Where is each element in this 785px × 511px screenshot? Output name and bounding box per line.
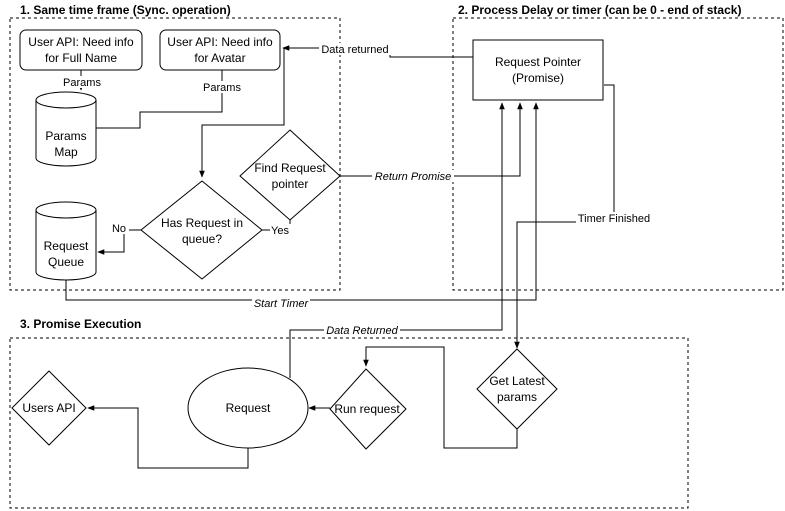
node-request-pointer-line2: (Promise) bbox=[512, 71, 564, 85]
node-get-latest-params bbox=[476, 348, 558, 430]
node-users-api-label: Users API bbox=[22, 401, 75, 415]
section-execution-frame bbox=[9, 337, 689, 509]
edge-label-start-timer: Start Timer bbox=[254, 298, 310, 310]
edge-label-data-returned-2: Data Returned bbox=[326, 325, 398, 337]
node-user-api-avatar bbox=[159, 29, 281, 71]
node-request-pointer-line1: Request Pointer bbox=[495, 55, 581, 69]
node-user-api-full-name bbox=[19, 29, 143, 71]
edge-return-promise bbox=[340, 102, 523, 177]
node-request-queue-line1: Request bbox=[44, 239, 89, 253]
node-run-request-label: Run request bbox=[334, 402, 400, 416]
node-run-request bbox=[329, 368, 407, 450]
edge-label-data-returned: Data returned bbox=[321, 44, 388, 56]
section-execution-title: 3. Promise Execution bbox=[20, 317, 141, 331]
node-get-latest-params-line2: params bbox=[497, 390, 537, 404]
node-request-pointer bbox=[472, 39, 604, 101]
section-sync-title: 1. Same time frame (Sync. operation) bbox=[20, 3, 231, 17]
edge-avatar-to-paramsmap bbox=[96, 70, 223, 129]
node-find-request-pointer bbox=[239, 129, 341, 221]
node-user-api-full-name-line1: User API: Need info bbox=[28, 35, 134, 49]
node-user-api-avatar-line2: for Avatar bbox=[194, 51, 245, 65]
section-delay-title: 2. Process Delay or timer (can be 0 - en… bbox=[458, 3, 741, 17]
edge-label-timer-finished: Timer Finished bbox=[578, 213, 650, 225]
node-request-queue-line2: Queue bbox=[48, 255, 84, 269]
node-params-map-line1: Params bbox=[45, 129, 86, 143]
node-user-api-full-name-line2: for Full Name bbox=[45, 51, 117, 65]
node-has-request-line1: Has Request in bbox=[161, 216, 243, 230]
node-has-request bbox=[140, 180, 263, 280]
edge-latest-to-run bbox=[363, 346, 518, 449]
node-has-request-line2: queue? bbox=[182, 232, 222, 246]
node-request bbox=[187, 367, 309, 449]
edge-label-params-1: Params bbox=[63, 77, 101, 89]
edge-label-return-promise: Return Promise bbox=[375, 171, 451, 183]
edge-avatar-to-has-request bbox=[199, 48, 285, 178]
edge-label-yes: Yes bbox=[271, 225, 289, 237]
node-find-request-pointer-line2: pointer bbox=[272, 177, 309, 191]
edge-no-to-queue bbox=[97, 229, 141, 255]
edge-label-params-2: Params bbox=[203, 82, 241, 94]
edge-label-no: No bbox=[112, 223, 126, 235]
node-request-label: Request bbox=[226, 401, 271, 415]
section-delay-frame bbox=[452, 17, 784, 291]
edge-request-to-usersapi bbox=[87, 405, 249, 469]
node-request-queue bbox=[35, 201, 97, 281]
node-params-map-line2: Map bbox=[54, 145, 78, 159]
node-users-api bbox=[11, 370, 87, 446]
node-params-map bbox=[35, 91, 97, 167]
node-user-api-avatar-line1: User API: Need info bbox=[167, 35, 273, 49]
section-sync-frame bbox=[9, 17, 341, 291]
node-find-request-pointer-line1: Find Request bbox=[254, 161, 326, 175]
node-get-latest-params-line1: Get Latest bbox=[489, 374, 545, 388]
